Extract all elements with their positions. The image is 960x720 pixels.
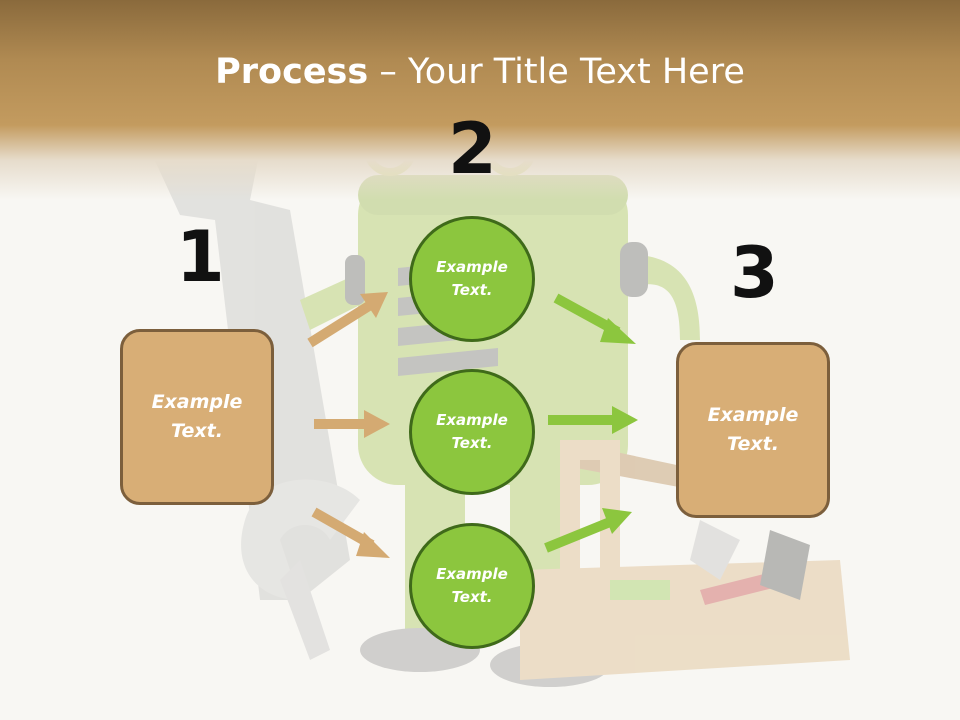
circle-bottom-text: Example Text. bbox=[436, 565, 508, 606]
step-1-box[interactable]: Example Text. bbox=[120, 329, 274, 505]
step-2-circle-top[interactable]: Example Text. bbox=[409, 216, 535, 342]
circle-top-text: Example Text. bbox=[436, 258, 508, 299]
step-3-box-text: Example Text. bbox=[707, 404, 799, 455]
arrow-1-to-top bbox=[307, 292, 388, 348]
step-2-circle-middle[interactable]: Example Text. bbox=[409, 369, 535, 495]
step-2-circle-bottom[interactable]: Example Text. bbox=[409, 523, 535, 649]
step-number-3: 3 bbox=[730, 232, 779, 314]
arrow-1-to-bottom bbox=[311, 507, 390, 558]
arrow-bottom-to-3 bbox=[544, 508, 632, 553]
step-number-1: 1 bbox=[176, 216, 225, 298]
arrow-1-to-middle bbox=[314, 410, 390, 438]
header-band bbox=[0, 0, 960, 200]
slide-title: Process – Your Title Text Here bbox=[0, 52, 960, 92]
title-bold: Process bbox=[215, 52, 369, 92]
step-1-box-text: Example Text. bbox=[151, 391, 243, 442]
arrow-middle-to-3 bbox=[548, 406, 638, 434]
circle-middle-text: Example Text. bbox=[436, 411, 508, 452]
step-3-box[interactable]: Example Text. bbox=[676, 342, 830, 518]
arrow-top-to-3 bbox=[553, 293, 636, 344]
step-number-2: 2 bbox=[448, 108, 497, 190]
title-rest: – Your Title Text Here bbox=[368, 52, 745, 92]
